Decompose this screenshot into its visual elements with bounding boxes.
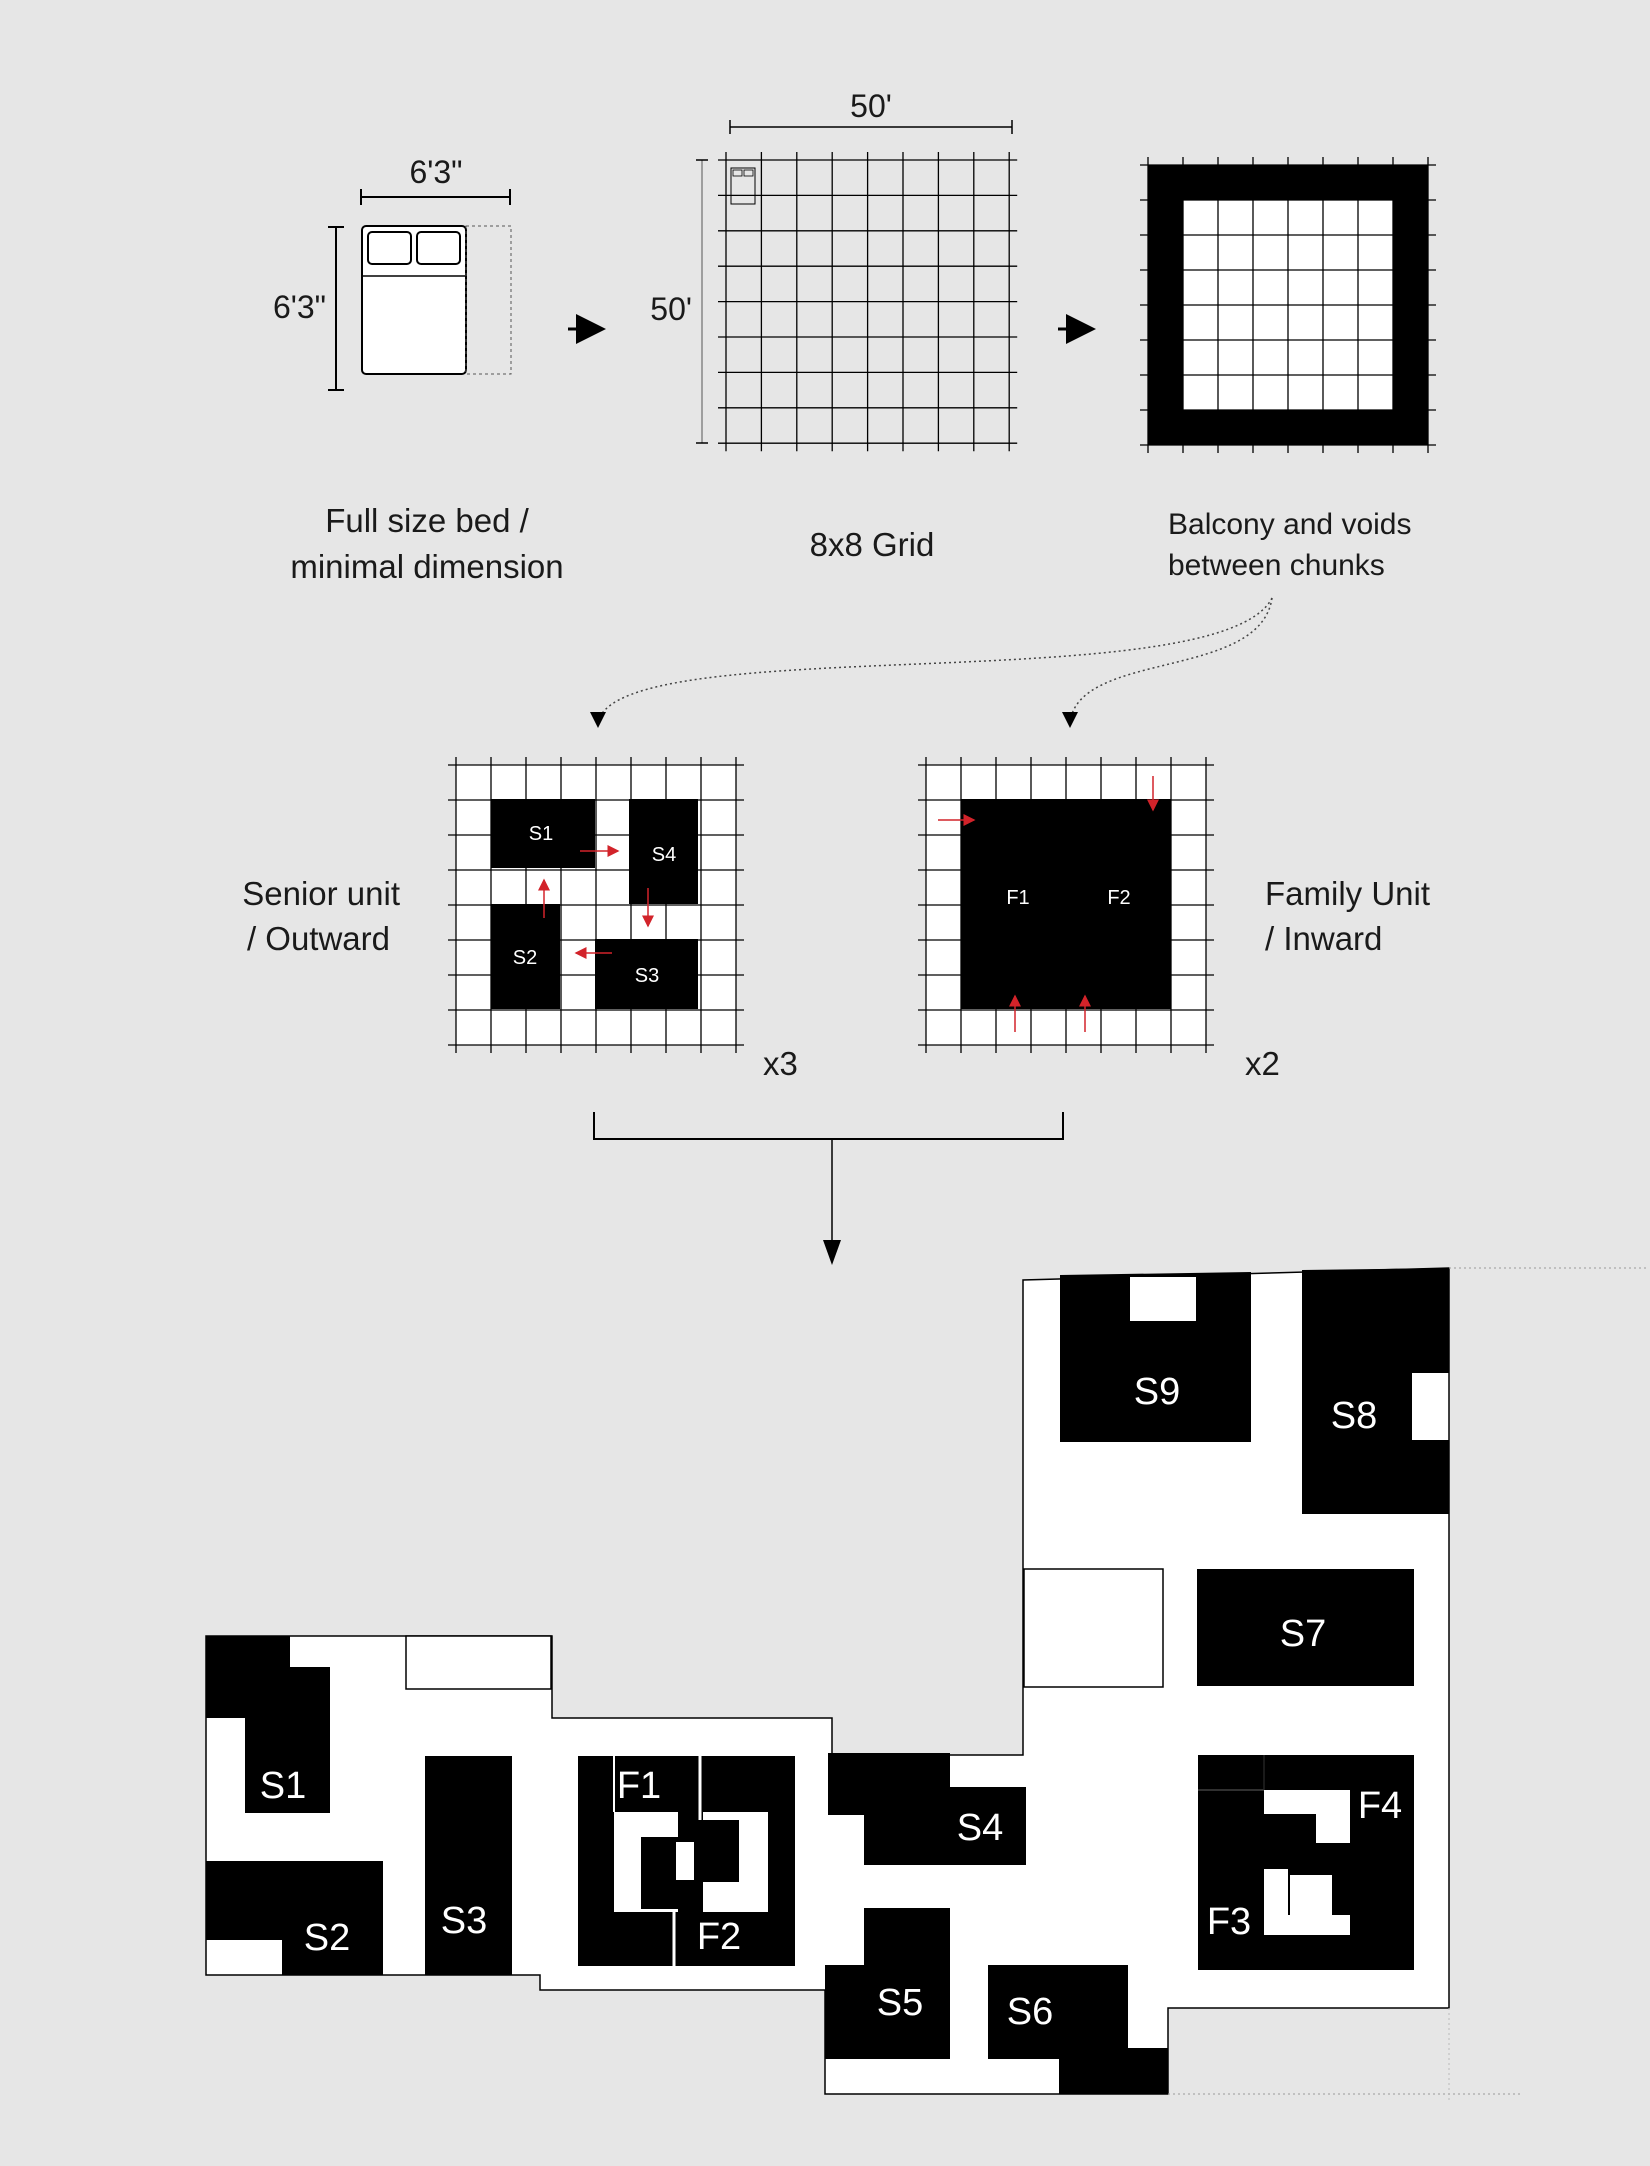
unit-label-s2: S2 [304, 1917, 350, 1959]
bed-width-dimension: 6'3" [409, 154, 462, 190]
senior-multiplier: x3 [763, 1045, 798, 1082]
unit-f3-f4 [1198, 1755, 1414, 1970]
unit-label-s4: S4 [957, 1807, 1003, 1849]
void [405, 1635, 552, 1690]
unit-label-f2: F2 [697, 1916, 741, 1958]
unit-s5 [825, 1908, 950, 2059]
bed-diagram: 6'3" 6'3" Full size bed / minimal dimens… [273, 154, 564, 585]
unit-s1 [206, 1636, 330, 1813]
chunk-s3 [595, 939, 698, 1009]
family-unit-diagram: F1 F2 Family Unit / Inward x2 [918, 757, 1430, 1082]
bed-icon [361, 225, 467, 375]
unit-f1-f2 [578, 1756, 795, 1966]
family-multiplier: x2 [1245, 1045, 1280, 1082]
unit-s7 [1197, 1569, 1414, 1686]
dotted-connector [597, 597, 1273, 723]
bed-caption-line1: Full size bed / [325, 502, 529, 539]
pillow-icon [416, 231, 461, 265]
chunk-f1-label: F1 [1006, 887, 1029, 909]
pillow-icon [367, 231, 412, 265]
chunk-s4-label: S4 [652, 844, 676, 866]
unit-s3 [425, 1756, 512, 1975]
balcony-caption-line2: between chunks [1168, 549, 1385, 582]
unit-s8 [1302, 1268, 1449, 1514]
unit-label-s9: S9 [1134, 1371, 1180, 1413]
unit-label-f4: F4 [1358, 1785, 1402, 1827]
chunk-s1-label: S1 [529, 823, 553, 845]
dotted-connector [1069, 597, 1273, 723]
combine-bracket [593, 1112, 1064, 1140]
unit-label-s3: S3 [441, 1900, 487, 1942]
unit-label-s5: S5 [877, 1982, 923, 2024]
bed-scale-icon [730, 167, 756, 205]
unit-s9 [1060, 1272, 1251, 1442]
void [1023, 1568, 1164, 1688]
balcony-diagram: Balcony and voids between chunks [1140, 157, 1436, 582]
grid-diagram: 50' 50' 8x8 Grid [650, 88, 1018, 563]
chunk-s2-label: S2 [513, 947, 537, 969]
balcony-caption-line1: Balcony and voids [1168, 508, 1412, 541]
grid-height-dimension: 50' [650, 291, 692, 327]
senior-label-line2: / Outward [247, 920, 390, 957]
family-label-line2: / Inward [1265, 920, 1382, 957]
unit-label-s7: S7 [1280, 1613, 1326, 1655]
chunk-s1 [491, 799, 595, 868]
chunk-s3-label: S3 [635, 965, 659, 987]
chunk-s4 [629, 799, 698, 904]
unit-label-s6: S6 [1007, 1991, 1053, 2033]
senior-unit-diagram: S1 S4 S2 S3 Senior unit / Outward x3 [242, 757, 798, 1082]
family-label-line1: Family Unit [1265, 875, 1430, 912]
chunk-f2-label: F2 [1107, 887, 1130, 909]
floor-plan: S1 S2 S3 F1 F2 S4 S5 S6 S7 S8 S9 F3 F4 [205, 1267, 1648, 2100]
unit-label-s8: S8 [1331, 1395, 1377, 1437]
bed-height-dimension: 6'3" [273, 289, 326, 325]
senior-label-line1: Senior unit [242, 875, 400, 912]
unit-label-f1: F1 [617, 1765, 661, 1807]
bed-caption-line2: minimal dimension [290, 548, 563, 585]
unit-s2 [206, 1861, 383, 1975]
unit-label-s1: S1 [260, 1765, 306, 1807]
grid-caption: 8x8 Grid [810, 526, 935, 563]
grid-width-dimension: 50' [850, 88, 892, 124]
unit-s6 [988, 1965, 1168, 2094]
unit-label-f3: F3 [1207, 1901, 1251, 1943]
unit-s4 [828, 1753, 1026, 1865]
